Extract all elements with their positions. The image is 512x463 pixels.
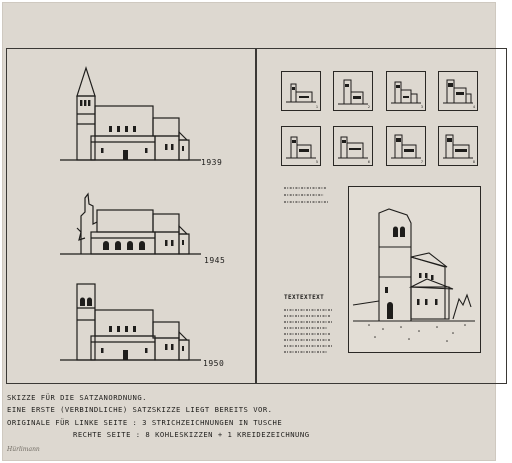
chalk-drawing-church <box>348 186 481 353</box>
caption-line: Originale für linke Seite : 3 Strichzeic… <box>7 418 283 427</box>
thumbnail-number: 2 <box>367 105 370 109</box>
thumbnail-number: 6 <box>367 160 370 164</box>
year-label: 1950 <box>203 359 225 368</box>
charcoal-sketch-thumbnail: 2 <box>333 71 373 111</box>
charcoal-sketch-thumbnail: 1 <box>281 71 321 111</box>
charcoal-sketch-thumbnail: 4 <box>438 71 478 111</box>
charcoal-sketch-thumbnail: 8 <box>438 126 478 166</box>
right-page-frame <box>255 48 507 384</box>
charcoal-sketch-thumbnail: 5 <box>281 126 321 166</box>
thumbnail-number: 4 <box>472 105 475 109</box>
thumbnail-number: 5 <box>315 160 318 164</box>
caption-line: Rechte Seite : 8 Kohleskizzen + 1 Kreide… <box>73 430 310 439</box>
church-drawing-1945 <box>60 192 201 255</box>
placeholder-text-block <box>284 187 328 203</box>
church-drawing-1950 <box>60 283 201 361</box>
thumbnail-number: 8 <box>472 160 475 164</box>
caption-line: Eine erste (verbindliche) Satzskizze lie… <box>7 405 273 414</box>
thumbnail-number: 1 <box>315 105 318 109</box>
left-page-frame <box>6 48 257 384</box>
thumbnail-number: 7 <box>420 160 423 164</box>
church-drawing-1939 <box>60 66 201 161</box>
charcoal-sketch-thumbnail: 6 <box>333 126 373 166</box>
year-label: 1945 <box>204 256 226 265</box>
placeholder-text-block <box>284 309 332 353</box>
charcoal-sketch-thumbnail: 3 <box>386 71 426 111</box>
year-label: 1939 <box>201 158 223 167</box>
charcoal-sketch-thumbnail: 7 <box>386 126 426 166</box>
text-heading: TEXTEXTEXT <box>284 294 325 301</box>
caption-line: Skizze für die Satzanordnung. <box>7 393 147 402</box>
thumbnail-number: 3 <box>420 105 423 109</box>
signature: Hürlimann <box>7 446 40 453</box>
